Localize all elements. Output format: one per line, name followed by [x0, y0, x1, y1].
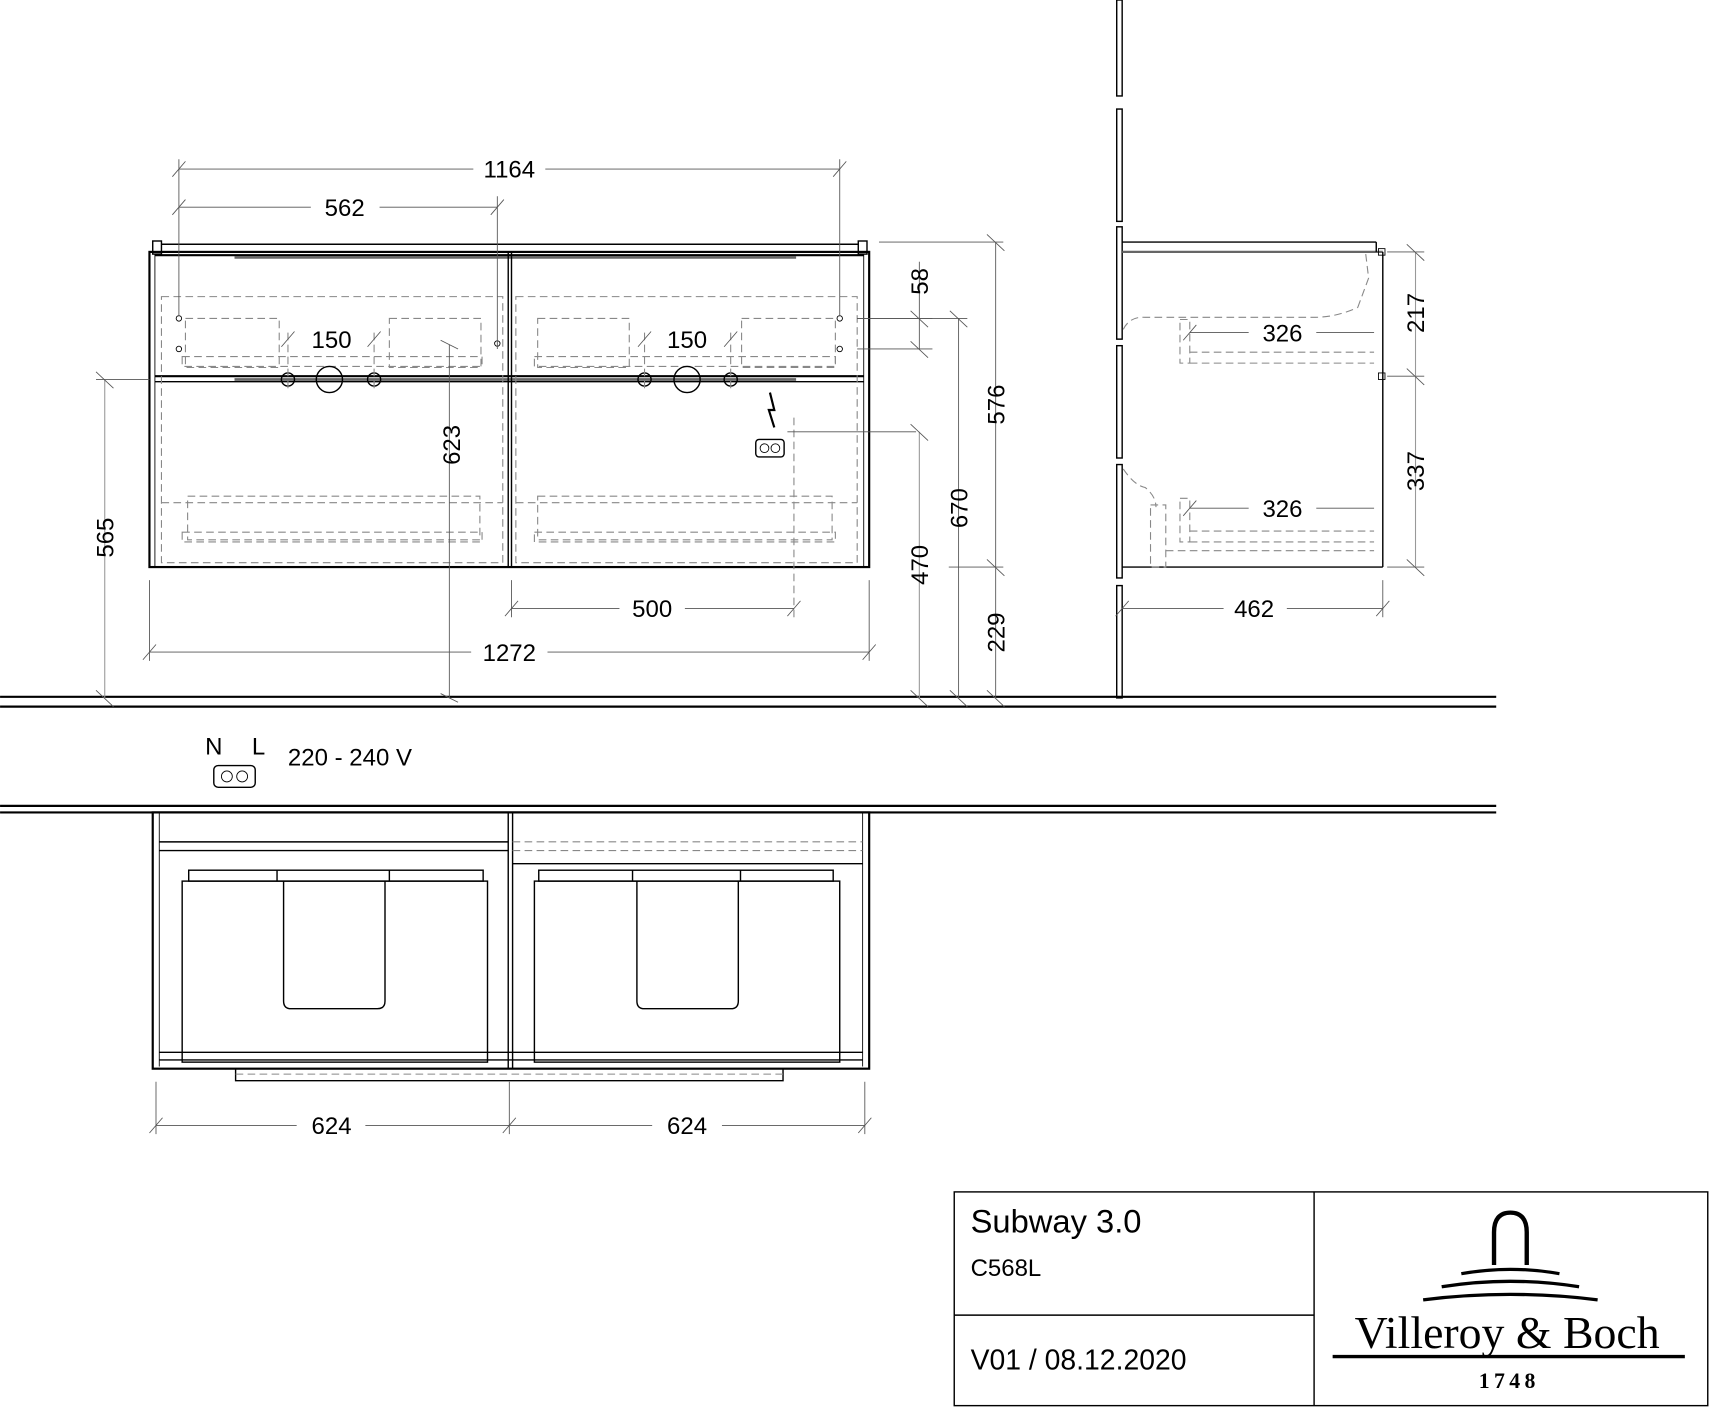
socket-icon	[755, 438, 785, 458]
product-name: Subway 3.0	[971, 1202, 1142, 1239]
wall-vertical	[1116, 0, 1123, 699]
front-view	[148, 240, 917, 620]
dim-670: 670	[946, 488, 973, 528]
dim-58: 58	[907, 268, 934, 295]
electrical-note: N L 220 - 240 V	[205, 734, 412, 789]
dim-500: 500	[632, 596, 672, 623]
brand-name: Villeroy & Boch	[1355, 1307, 1660, 1358]
dim-229: 229	[983, 612, 1010, 652]
title-block: Subway 3.0 C568L V01 / 08.12.2020 Viller…	[953, 1191, 1709, 1407]
lightning-icon	[767, 392, 776, 428]
dim-150-right: 150	[667, 327, 707, 354]
neutral-label: N	[205, 734, 222, 761]
floor-line-upper	[0, 695, 1497, 708]
dim-624-right: 624	[667, 1113, 707, 1140]
socket-icon	[213, 764, 256, 789]
dim-623: 623	[439, 425, 466, 465]
dim-337: 337	[1403, 451, 1430, 491]
brand-logo-icon	[1422, 1210, 1598, 1302]
dim-150-left: 150	[312, 327, 352, 354]
dim-462: 462	[1234, 596, 1274, 623]
brand-year: 1748	[1479, 1369, 1540, 1393]
dim-565: 565	[92, 518, 119, 558]
dim-1272: 1272	[483, 640, 536, 667]
article-code: C568L	[971, 1255, 1042, 1282]
dim-576: 576	[983, 385, 1010, 425]
version-date: V01 / 08.12.2020	[971, 1345, 1187, 1377]
voltage-label: 220 - 240 V	[288, 745, 412, 772]
dim-624-left: 624	[312, 1113, 352, 1140]
dim-326-lower: 326	[1262, 496, 1302, 523]
dim-562: 562	[325, 195, 365, 222]
dim-217: 217	[1403, 293, 1430, 333]
front-dimensions: 1164 562 150 150 623 565	[92, 157, 1010, 707]
plan-view: 624 624	[149, 811, 872, 1140]
dim-1164: 1164	[484, 157, 536, 184]
live-label: L	[252, 734, 265, 761]
dim-470: 470	[907, 545, 934, 585]
dim-326-upper: 326	[1262, 320, 1302, 347]
side-view: 326 326 217 337 462	[1115, 241, 1430, 623]
